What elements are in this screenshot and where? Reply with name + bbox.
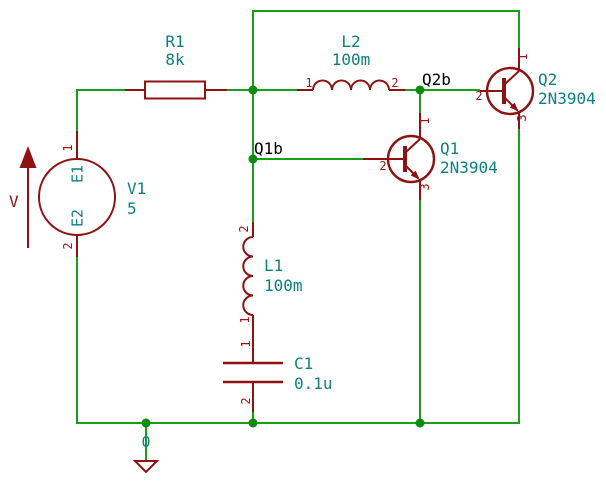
q2-pin3-number: 3 bbox=[515, 114, 529, 122]
r1-body-icon bbox=[144, 80, 206, 100]
v1-ref-label[interactable]: V1 bbox=[127, 179, 147, 198]
q1-collector-diag bbox=[405, 138, 421, 153]
q2-value-label[interactable]: 2N3904 bbox=[538, 89, 596, 108]
ground-symbol[interactable] bbox=[132, 460, 160, 474]
v1-voltage-arrow-icon bbox=[19, 146, 37, 248]
junction-dots bbox=[141, 85, 425, 428]
l1-ref-label[interactable]: L1 bbox=[264, 256, 284, 275]
q1-value-label[interactable]: 2N3904 bbox=[440, 158, 498, 177]
l2-ref-label[interactable]: L2 bbox=[341, 32, 361, 51]
junction-q1b bbox=[248, 154, 258, 164]
net-label-q2b[interactable]: Q2b bbox=[422, 70, 451, 89]
v1-arrow-head bbox=[19, 146, 37, 168]
junction-c1-bottom bbox=[248, 418, 258, 428]
q2-emitter-arrow-icon bbox=[509, 102, 519, 112]
ground-triangle-icon bbox=[132, 460, 160, 474]
ground-net-label[interactable]: 0 bbox=[141, 433, 151, 451]
junction-q2b bbox=[415, 85, 425, 95]
l2-pin2-number: 2 bbox=[391, 76, 399, 90]
junction-ground bbox=[141, 418, 151, 428]
c1-symbol[interactable] bbox=[223, 361, 283, 412]
wires bbox=[76, 10, 520, 461]
c1-pin2-number: 2 bbox=[239, 397, 253, 405]
q2-pin1-number: 1 bbox=[516, 53, 530, 61]
v1-pin2-name: E2 bbox=[68, 208, 87, 228]
c1-pin1-number: 1 bbox=[239, 340, 253, 348]
l2-coil-icon bbox=[312, 79, 390, 91]
junction-q1-emitter bbox=[415, 418, 425, 428]
l1-coil-icon bbox=[242, 236, 254, 316]
q2-symbol[interactable] bbox=[480, 48, 535, 129]
l1-symbol[interactable] bbox=[242, 222, 254, 363]
l2-pin1-number: 1 bbox=[305, 76, 313, 90]
v1-pin2-number: 2 bbox=[61, 242, 75, 250]
r1-symbol[interactable] bbox=[125, 80, 227, 100]
q1-symbol[interactable] bbox=[363, 113, 436, 200]
c1-value-label[interactable]: 0.1u bbox=[294, 374, 333, 393]
v1-pin1-name: E1 bbox=[68, 164, 87, 184]
l1-pin2-number: 2 bbox=[237, 225, 251, 233]
q2-ref-label[interactable]: Q2 bbox=[538, 70, 558, 89]
v1-pin1-number: 1 bbox=[61, 144, 75, 152]
wire-v1-top[interactable] bbox=[76, 89, 127, 131]
net-label-q1b[interactable]: Q1b bbox=[254, 139, 283, 158]
q1-ref-label[interactable]: Q1 bbox=[440, 139, 460, 158]
v1-symbol[interactable] bbox=[38, 131, 116, 257]
v1-arrow-label: V bbox=[9, 192, 19, 211]
c1-ref-label[interactable]: C1 bbox=[294, 354, 314, 373]
l1-pin1-number: 1 bbox=[238, 316, 252, 324]
r1-value-label[interactable]: 8k bbox=[165, 50, 185, 69]
q1-pin1-number: 1 bbox=[418, 117, 432, 125]
q1-pin3-number: 3 bbox=[418, 183, 432, 191]
l2-symbol[interactable] bbox=[297, 79, 405, 91]
r1-ref-label[interactable]: R1 bbox=[165, 32, 185, 51]
wire-bottom-rail[interactable] bbox=[76, 129, 520, 424]
q2-pin2-number: 2 bbox=[475, 89, 483, 103]
v1-value-label[interactable]: 5 bbox=[127, 199, 137, 218]
v1-source-circle-icon bbox=[38, 158, 116, 236]
l1-value-label[interactable]: 100m bbox=[264, 276, 303, 295]
q1-pin2-number: 2 bbox=[379, 159, 387, 173]
junction-r1-l2 bbox=[248, 85, 258, 95]
q2-collector-diag bbox=[504, 70, 520, 85]
q1-emitter-arrow-icon bbox=[410, 170, 420, 180]
l2-value-label[interactable]: 100m bbox=[331, 50, 371, 69]
wire-top-rail[interactable] bbox=[252, 10, 520, 90]
